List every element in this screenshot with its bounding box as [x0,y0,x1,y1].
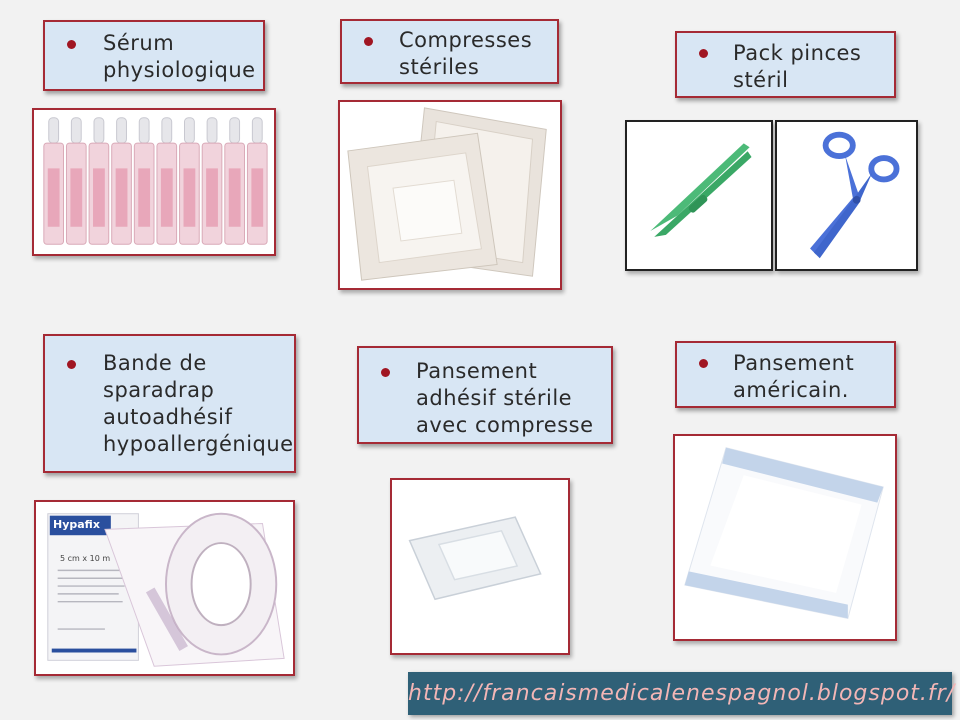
bullet-icon [67,40,76,49]
label-line: Compresses [399,28,533,52]
bullet-icon [381,368,390,377]
label-line: physiologique [103,58,256,82]
label-compresses: Compresses stériles [340,19,559,84]
photo-compresses [338,100,562,290]
label-line: autoadhésif [103,405,233,429]
label-line: adhésif stérile [416,386,573,410]
label-line: Pansement [733,351,855,375]
bullet-icon [67,360,76,369]
label-line: Bande de [103,351,207,375]
bullet-icon [699,359,708,368]
label-serum: Sérum physiologique [43,20,265,91]
label-line: Pansement [416,359,538,383]
label-pinces: Pack pinces stéril [675,31,896,98]
photo-adhesive-dressing [390,478,570,655]
label-line: Sérum [103,31,175,55]
photo-saline-vials [32,108,276,256]
bullet-icon [364,37,373,46]
label-line: sparadrap [103,378,215,402]
label-line: hypoallergénique [103,432,294,456]
label-line: Pack pinces [733,41,862,65]
label-pansement-adhesif: Pansement adhésif stérile avec compresse [357,346,613,444]
photo-green-tweezers [625,120,773,271]
footer-url-bar: http://francaismedicalenespagnol.blogspo… [408,672,956,715]
label-sparadrap: Bande de sparadrap autoadhésif hypoaller… [43,334,296,473]
bullet-icon [699,49,708,58]
footer-url-link[interactable]: http://francaismedicalenespagnol.blogspo… [408,681,956,706]
photo-hypafix-roll: Hypafix 5 cm x 10 m [34,500,295,676]
hypafix-size: 5 cm x 10 m [60,554,111,563]
photo-american-dressing [673,434,897,641]
hypafix-brand: Hypafix [53,518,100,531]
label-line: avec compresse [416,413,594,437]
label-line: stériles [399,55,480,79]
photo-blue-clamp [775,120,918,271]
label-line: américain. [733,378,849,402]
label-pansement-americain: Pansement américain. [675,341,896,408]
label-line: stéril [733,68,789,92]
